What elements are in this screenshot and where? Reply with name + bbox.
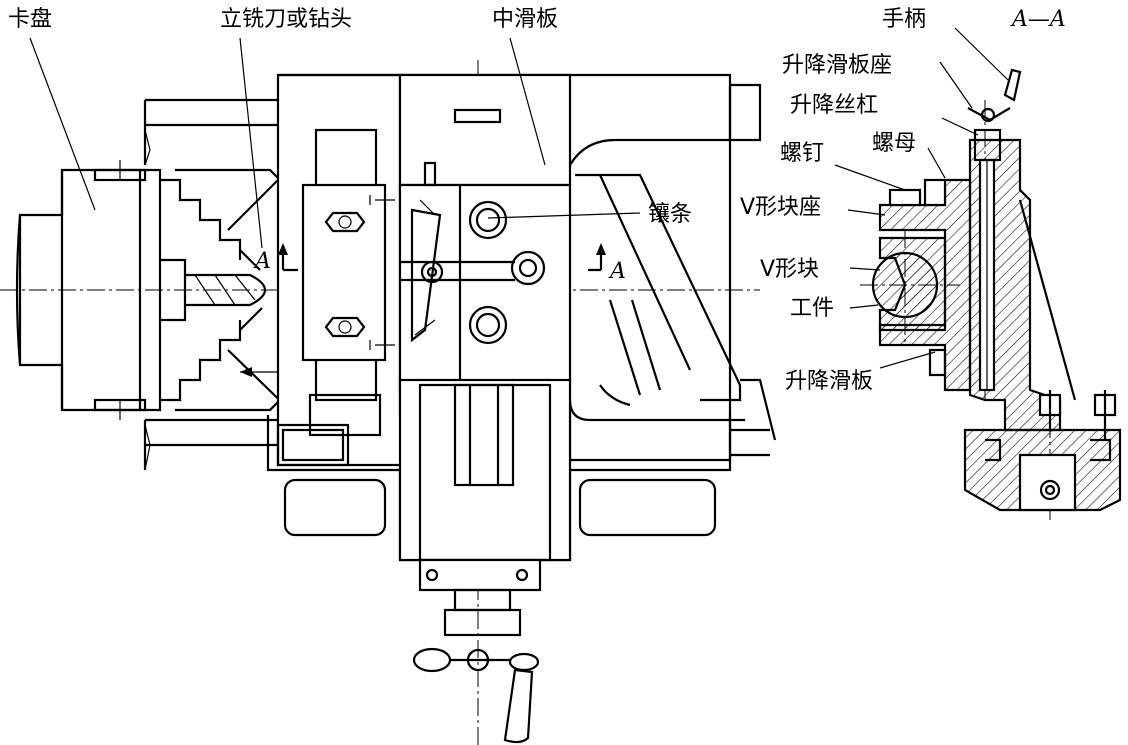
tool-bracket [276, 73, 405, 467]
leader-lines-main [29, 37, 641, 249]
lathe-bed [143, 83, 777, 471]
label-middle-slide: 中滑板 [492, 7, 558, 32]
leader-lines-section [834, 27, 1009, 369]
label-lift-slide-seat: 升降滑板座 [782, 53, 892, 78]
label-screw: 螺钉 [780, 141, 824, 166]
label-nut: 螺母 [872, 131, 916, 156]
label-section-title: A—A [1010, 7, 1066, 32]
chuck [15, 160, 242, 420]
crank-handle [412, 647, 540, 744]
section-mark-right: A [608, 259, 626, 284]
label-handle: 手柄 [882, 7, 926, 32]
labels: 卡盘 立铣刀或钻头 中滑板 镶条 手柄 A—A 升降滑板座 升降丝杠 螺钉 螺母… [8, 7, 1066, 394]
section-marks: A A [253, 243, 626, 284]
section-view [834, 27, 1122, 520]
workpiece [871, 251, 939, 319]
label-lift-screw: 升降丝杠 [790, 93, 878, 118]
section-mark-left: A [253, 249, 271, 274]
label-v-block-seat: V形块座 [740, 195, 821, 220]
label-chuck: 卡盘 [8, 7, 52, 32]
label-lift-slide: 升降滑板 [785, 369, 873, 394]
label-gib: 镶条 [648, 202, 692, 227]
label-workpiece: 工件 [790, 296, 834, 321]
cross-slide-base [266, 378, 732, 637]
label-v-block: V形块 [760, 257, 819, 282]
main-view: A A [0, 37, 777, 745]
label-end-mill: 立铣刀或钻头 [220, 7, 352, 32]
